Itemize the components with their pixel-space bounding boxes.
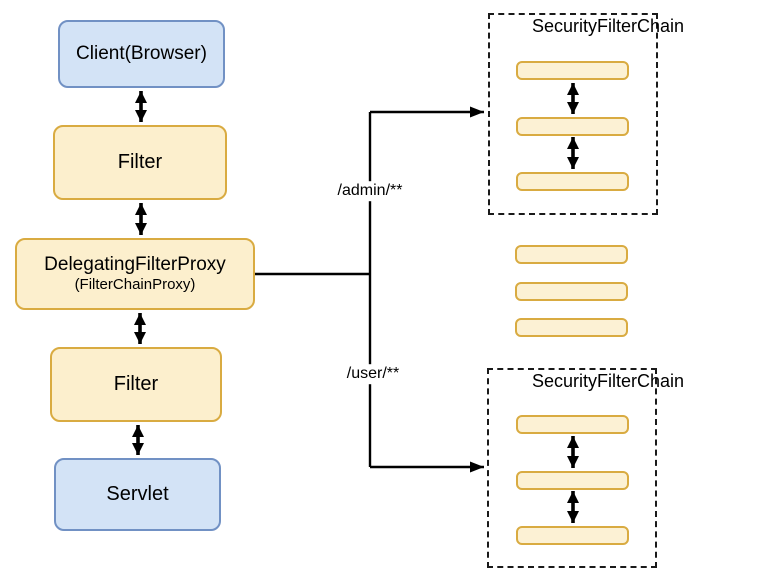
filter-slot-bar bbox=[516, 415, 629, 434]
dispatch-branch-lines bbox=[255, 106, 484, 473]
security-filter-chain-box-top bbox=[488, 13, 658, 215]
servlet-box: Servlet bbox=[54, 458, 221, 531]
security-filter-chain-box-bottom bbox=[487, 368, 657, 568]
client-browser-box: Client(Browser) bbox=[58, 20, 225, 88]
admin-path-label: /admin/** bbox=[333, 181, 407, 201]
security-filter-chain-title-top: SecurityFilterChain bbox=[532, 16, 685, 36]
filter-box-bottom: Filter bbox=[50, 347, 222, 422]
security-filter-chain-title-bottom: SecurityFilterChain bbox=[532, 371, 685, 391]
filter-bottom-label: Filter bbox=[113, 373, 159, 395]
delegating-filter-proxy-label: DelegatingFilterProxy bbox=[44, 254, 226, 276]
client-browser-label: Client(Browser) bbox=[76, 43, 207, 65]
filter-slot-bar bbox=[516, 526, 629, 545]
filter-slot-bar bbox=[516, 117, 629, 136]
filter-slot-bar bbox=[515, 245, 628, 264]
filter-slot-bar bbox=[516, 61, 629, 80]
filter-slot-bar bbox=[516, 471, 629, 490]
filter-slot-bar bbox=[516, 172, 629, 191]
filter-box-top: Filter bbox=[53, 125, 227, 200]
filter-top-label: Filter bbox=[117, 151, 163, 173]
filter-slot-bar bbox=[515, 318, 628, 337]
delegating-filter-proxy-box: DelegatingFilterProxy (FilterChainProxy) bbox=[15, 238, 255, 310]
servlet-label: Servlet bbox=[106, 483, 169, 505]
user-path-label: /user/** bbox=[342, 364, 404, 384]
filter-chain-proxy-sublabel: (FilterChainProxy) bbox=[74, 276, 196, 294]
filter-slot-bar bbox=[515, 282, 628, 301]
